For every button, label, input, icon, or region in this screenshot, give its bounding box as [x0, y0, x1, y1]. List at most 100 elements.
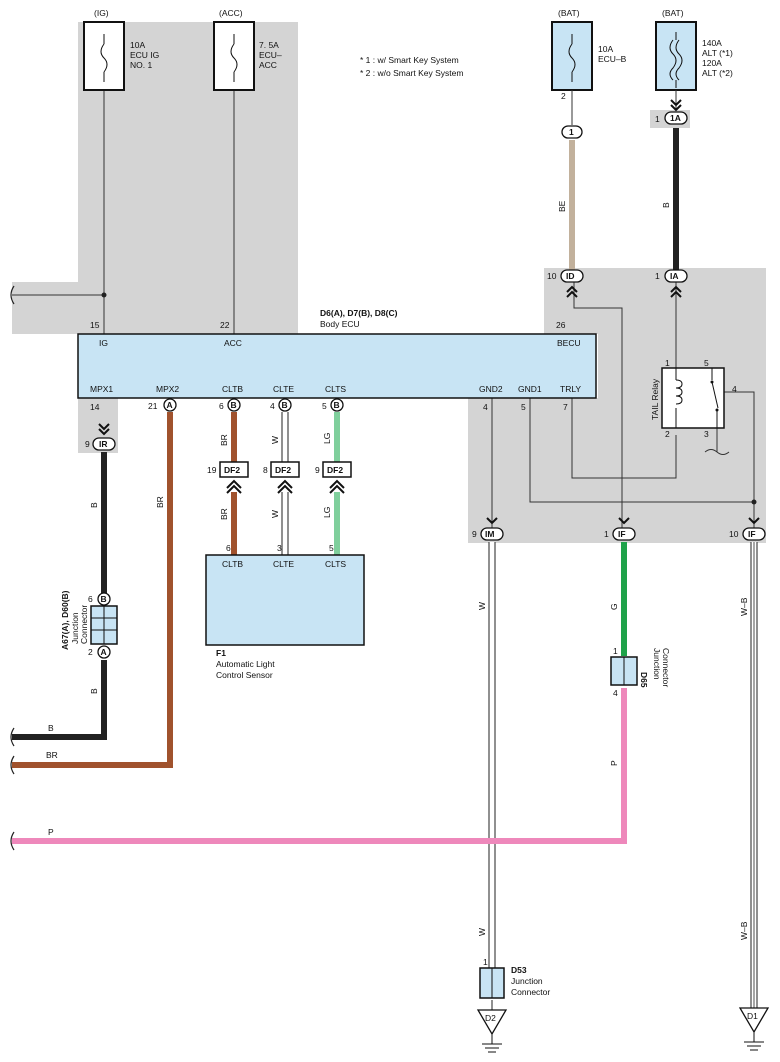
fuse-acc	[213, 21, 255, 91]
body-ecu-id: D6(A), D7(B), D8(C)	[320, 308, 398, 318]
d53-name-2: Connector	[511, 987, 550, 997]
wire-mpx2-brown	[12, 412, 173, 768]
wire-label-b-mpx1: B	[89, 502, 99, 508]
fuse-ecu-b	[551, 21, 593, 125]
sensor-pin-name-cltb: CLTB	[222, 559, 243, 569]
a67-letter-top: B	[101, 594, 107, 604]
source-bat2-label: (BAT)	[662, 8, 684, 18]
df2-pin-9: 9	[315, 465, 320, 475]
labels: (IG) (ACC) (BAT) (BAT) 10A ECU IG NO. 1 …	[46, 8, 758, 1023]
note-1: * 1 : w/ Smart Key System	[360, 55, 459, 65]
ecu-pin-name-acc: ACC	[224, 338, 242, 348]
conn-1-code: 1	[569, 127, 574, 137]
conn-1a-pin: 1	[655, 114, 660, 124]
source-acc-label: (ACC)	[219, 8, 243, 18]
ecu-pin-name-becu: BECU	[557, 338, 581, 348]
ecu-pin-name-mpx1: MPX1	[90, 384, 113, 394]
body-ecu-name: Body ECU	[320, 319, 360, 329]
wire-break-marks	[10, 285, 15, 851]
wire-label-br-2: BR	[219, 508, 229, 520]
ecu-pin-num-trly: 7	[563, 402, 568, 412]
ecu-pin-num-22: 22	[220, 320, 230, 330]
fuse-alt-name2: ALT (*2)	[702, 68, 733, 78]
wire-label-lg-2: LG	[322, 507, 332, 518]
df2-label-3: DF2	[327, 465, 343, 475]
ecu-pin-name-trly: TRLY	[560, 384, 581, 394]
body-ecu-box	[77, 333, 597, 399]
ecu-pin-num-15: 15	[90, 320, 100, 330]
a67-pin-bottom: 2	[88, 647, 93, 657]
conn-if1-pin: 1	[604, 529, 609, 539]
wire-label-br-mpx2: BR	[155, 496, 165, 508]
conn-if1-code: IF	[618, 529, 626, 539]
wire-label-w-1: W	[270, 436, 280, 444]
wire-label-br-1: BR	[219, 434, 229, 446]
a67-name-2: Connector	[79, 605, 89, 644]
ecu-pin-name-gnd2: GND2	[479, 384, 503, 394]
source-ig-label: (IG)	[94, 8, 109, 18]
junction-a67	[90, 605, 118, 645]
conn-im-code: IM	[485, 529, 494, 539]
wire-label-br-left: BR	[46, 750, 58, 760]
sensor-pin-num-6: 6	[226, 543, 231, 553]
a67-name-1: Junction	[70, 612, 80, 644]
fuse-ig-rating: 10A	[130, 40, 145, 50]
ground-d2-label: D2	[485, 1013, 496, 1023]
wire-label-b-alt: B	[661, 202, 671, 208]
light-sensor-box	[205, 554, 365, 646]
splice-dots	[101, 292, 757, 505]
wire-label-p-left: P	[48, 827, 54, 837]
fuse-ig	[83, 21, 125, 91]
a67-id: A67(A), D60(B)	[60, 590, 70, 650]
d65-name-2: Connector	[661, 648, 671, 687]
wire-label-w-gnd2-low: W	[477, 928, 487, 936]
ground-d2	[476, 1009, 508, 1053]
fuse-acc-name2: ACC	[259, 60, 277, 70]
df2-pin-19: 19	[207, 465, 217, 475]
a67-pin-top: 6	[88, 594, 93, 604]
ecu-pin-num-gnd1: 5	[521, 402, 526, 412]
df2-pin-8: 8	[263, 465, 268, 475]
fuse-alt	[655, 21, 697, 110]
fuse-ig-name1: ECU IG	[130, 50, 159, 60]
d65-pin-top: 1	[613, 646, 618, 656]
conn-ia-pin: 1	[655, 271, 660, 281]
conn-if2-pin: 10	[729, 529, 739, 539]
fuse-alt-name1: ALT (*1)	[702, 48, 733, 58]
connector-letter-b2: B	[282, 400, 288, 410]
junction-d53	[479, 967, 505, 999]
df2-label-2: DF2	[275, 465, 291, 475]
ecu-pin-num-14: 14	[90, 402, 100, 412]
conn-ia-code: IA	[670, 271, 679, 281]
wire-label-lg-1: LG	[322, 433, 332, 444]
wire-label-p-vert: P	[609, 760, 619, 766]
sensor-name-1: Automatic Light	[216, 659, 275, 669]
connector-letter-b1: B	[231, 400, 237, 410]
ecu-pin-num-6: 6	[219, 401, 224, 411]
ecu-pin-num-21: 21	[148, 401, 158, 411]
ecu-pin-name-ig: IG	[99, 338, 108, 348]
sensor-pin-name-clte: CLTE	[273, 559, 294, 569]
wire-label-w-gnd2: W	[477, 602, 487, 610]
fuse-ecub-name: ECU–B	[598, 54, 627, 64]
conn-if2-code: IF	[748, 529, 756, 539]
connector-letter-a: A	[167, 400, 173, 410]
ecu-pin-num-5: 5	[322, 401, 327, 411]
note-2: * 2 : w/o Smart Key System	[360, 68, 463, 78]
sensor-pin-num-3: 3	[277, 543, 282, 553]
wire-label-be: BE	[557, 200, 567, 212]
conn-ir-pin: 9	[85, 439, 90, 449]
wire-label-b-left: B	[48, 723, 54, 733]
conn-ir-code: IR	[99, 439, 108, 449]
conn-1-pin: 2	[561, 91, 566, 101]
fuse-ecub-rating: 10A	[598, 44, 613, 54]
ecu-pin-num-gnd2: 4	[483, 402, 488, 412]
wire-label-w-2: W	[270, 510, 280, 518]
relay-pin-3: 3	[704, 429, 709, 439]
connector-pills	[92, 111, 766, 659]
ecu-pin-num-26: 26	[556, 320, 566, 330]
ecu-pin-name-clts: CLTS	[325, 384, 346, 394]
fuse-acc-rating: 7. 5A	[259, 40, 279, 50]
d65-pin-bottom: 4	[613, 688, 618, 698]
